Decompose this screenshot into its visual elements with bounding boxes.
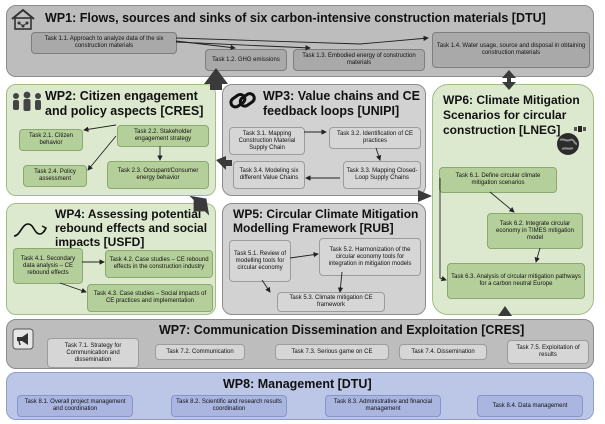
task-7-4: Task 7.4. Dissemination [399,344,487,360]
earth-satellite-icon [557,126,586,155]
wp3-box: WP3: Value chains and CE feedback loops … [222,84,426,196]
wp1-box: WP1: Flows, sources and sinks of six car… [6,5,594,77]
task-7-3: Task 7.3. Serious game on CE [275,344,389,360]
task-2-4: Task 2.4. Policy assessment [23,165,87,187]
rebound-curve-icon [13,223,47,237]
task-8-3: Task 8.3. Administrative and financial m… [325,395,441,417]
task-8-1: Task 8.1. Overall project management and… [17,395,133,417]
task-1-3: Task 1.3. Embodied energy of constructio… [293,49,425,71]
task-4-3: Task 4.3. Case studies – Social impacts … [87,284,213,312]
chain-link-icon [229,92,256,109]
task-8-4: Task 8.4. Data management [477,395,583,417]
task-2-2: Task 2.2. Stakeholder engagement strateg… [117,125,209,147]
wp8-box: WP8: Management [DTU] Task 8.1. Overall … [6,372,594,420]
task-5-2: Task 5.2. Harmonization of the circular … [319,238,421,276]
task-3-4: Task 3.4. Modeling six different Value C… [233,161,305,189]
task-2-1: Task 2.1. Citizen behavior [19,129,83,151]
wp1-title: WP1: Flows, sources and sinks of six car… [45,11,546,25]
task-4-1: Task 4.1. Secondary data analysis – CE r… [13,248,83,284]
wp4-box: WP4: Assessing potential rebound effects… [6,203,216,315]
task-5-1: Task 5.1. Review of modelling tools for … [229,240,291,282]
task-3-2: Task 3.2. Identification of CE practices [329,127,421,149]
task-3-3: Task 3.3. Mapping Closed-Loop Supply Cha… [343,161,421,189]
task-7-5: Task 7.5. Exploitation of results [507,340,589,364]
wp5-title: WP5: Circular Climate Mitigation Modelli… [233,207,419,235]
task-8-2: Task 8.2. Scientific and research result… [171,395,287,417]
wp7-title: WP7: Communication Dissemination and Exp… [159,323,525,337]
wp2-title: WP2: Citizen engagement and policy aspec… [45,89,204,118]
task-1-2: Task 1.2. GHG emissions [205,49,287,71]
wp4-title: WP4: Assessing potential rebound effects… [55,207,208,249]
task-6-1: Task 6.1. Define circular climate mitiga… [439,167,557,193]
task-7-2: Task 7.2. Communication [155,344,245,360]
task-4-2: Task 4.2. Case studies – CE rebound effe… [105,250,213,278]
megaphone-icon [12,328,34,350]
task-7-1: Task 7.1. Strategy for Communication and… [47,338,139,368]
house-network-icon [11,8,35,30]
wp3-title: WP3: Value chains and CE feedback loops … [263,89,420,118]
task-5-3: Task 5.3. Climate mitigation CE framewor… [277,292,385,312]
wp8-title: WP8: Management [DTU] [223,377,372,391]
wp7-box: WP7: Communication Dissemination and Exp… [6,319,594,369]
task-6-3: Task 6.3. Analysis of circular mitigatio… [447,263,585,299]
wp6-title: WP6: Climate Mitigation Scenarios for ci… [443,93,580,137]
wp5-box: WP5: Circular Climate Mitigation Modelli… [222,203,426,315]
task-6-2: Task 6.2. Integrate circular economy in … [487,213,583,249]
task-2-3: Task 2.3. Occupant/Consumer energy behav… [107,161,209,189]
task-3-1: Task 3.1. Mapping Construction Material … [229,127,305,155]
people-group-icon [13,91,41,111]
wp6-box: WP6: Climate Mitigation Scenarios for ci… [432,84,594,315]
wp2-box: WP2: Citizen engagement and policy aspec… [6,84,216,196]
task-1-1: Task 1.1. Approach to analyze data of th… [31,32,177,54]
task-1-4: Task 1.4. Water usage, source and dispos… [432,32,590,68]
